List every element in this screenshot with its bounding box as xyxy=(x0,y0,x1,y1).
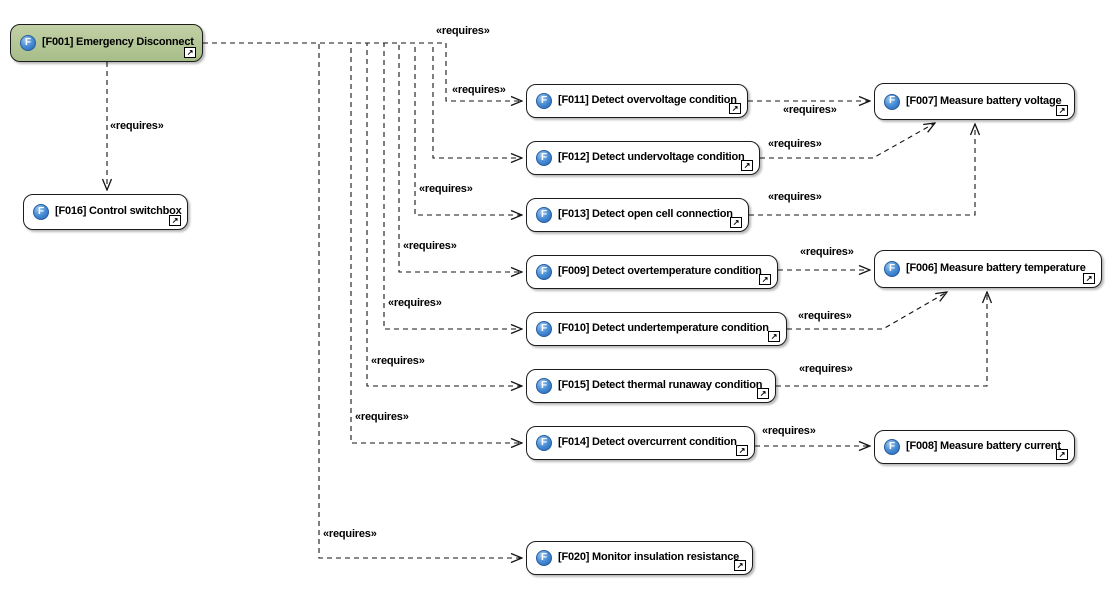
edge-f013-f007[interactable] xyxy=(749,124,975,216)
edge-stereotype-label-f010-f006: «requires» xyxy=(798,310,852,322)
edge-f001-f020[interactable] xyxy=(203,42,522,558)
edge-stereotype-label-f009-f006: «requires» xyxy=(800,246,854,258)
node-label: [F013] Detect open cell connection xyxy=(558,208,733,221)
open-link-icon: ↗ xyxy=(736,445,748,456)
function-badge-icon: F xyxy=(20,35,36,51)
edge-stereotype-label-f001-f016: «requires» xyxy=(110,120,164,132)
edge-f015-f006[interactable] xyxy=(776,292,987,387)
edge-stereotype-label-f001-f015: «requires» xyxy=(371,355,425,367)
function-badge-icon: F xyxy=(884,261,900,277)
node-label: [F015] Detect thermal runaway condition xyxy=(558,379,763,392)
node-f015[interactable]: F [F015] Detect thermal runaway condition… xyxy=(526,369,776,403)
edge-stereotype-label-f001-f013: «requires» xyxy=(419,183,473,195)
node-f007[interactable]: F [F007] Measure battery voltage↗ xyxy=(874,83,1075,120)
open-link-icon: ↗ xyxy=(768,331,780,342)
node-f020[interactable]: F [F020] Monitor insulation resistance↗ xyxy=(526,541,753,575)
edge-f001-f013[interactable] xyxy=(203,42,522,215)
edge-stereotype-label-f001-f011: «requires» xyxy=(452,84,506,96)
edge-f001-f009[interactable] xyxy=(203,42,522,272)
node-label: [F009] Detect overtemperature condition xyxy=(558,265,762,278)
edge-stereotype-label-f014-f008: «requires» xyxy=(762,425,816,437)
function-badge-icon: F xyxy=(536,550,552,566)
edge-f010-f006[interactable] xyxy=(787,292,947,330)
node-f001[interactable]: F [F001] Emergency Disconnect↗ xyxy=(10,24,203,62)
node-f012[interactable]: F [F012] Detect undervoltage condition↗ xyxy=(526,141,760,175)
open-link-icon: ↗ xyxy=(741,160,753,171)
edge-stereotype-label-f001-f009: «requires» xyxy=(403,240,457,252)
node-label: [F007] Measure battery voltage xyxy=(906,94,1062,107)
open-link-icon: ↗ xyxy=(730,217,742,228)
function-badge-icon: F xyxy=(884,439,900,455)
node-f009[interactable]: F [F009] Detect overtemperature condition… xyxy=(526,255,778,289)
edge-stereotype-label-f012-f007: «requires» xyxy=(768,138,822,150)
edge-stereotype-label-f001-f012: «requires» xyxy=(436,25,490,37)
edge-stereotype-label-f001-f014: «requires» xyxy=(355,411,409,423)
edge-f012-f007[interactable] xyxy=(760,123,935,159)
edge-stereotype-label-f001-f010: «requires» xyxy=(388,297,442,309)
node-f008[interactable]: F [F008] Measure battery current↗ xyxy=(874,430,1075,464)
node-label: [F014] Detect overcurrent condition xyxy=(558,436,737,449)
node-f013[interactable]: F [F013] Detect open cell connection↗ xyxy=(526,198,749,232)
node-f010[interactable]: F [F010] Detect undertemperature conditio… xyxy=(526,312,787,346)
node-f016[interactable]: F [F016] Control switchbox↗ xyxy=(23,194,188,230)
function-badge-icon: F xyxy=(536,321,552,337)
edge-group xyxy=(107,42,987,558)
open-link-icon: ↗ xyxy=(1056,105,1068,116)
edge-stereotype-label-f001-f020: «requires» xyxy=(323,528,377,540)
edge-f001-f014[interactable] xyxy=(203,42,522,443)
open-link-icon: ↗ xyxy=(729,103,741,114)
edge-stereotype-label-f015-f006: «requires» xyxy=(799,363,853,375)
node-label: [F001] Emergency Disconnect xyxy=(42,36,194,49)
open-link-icon: ↗ xyxy=(1083,273,1095,284)
open-link-icon: ↗ xyxy=(169,215,181,226)
function-badge-icon: F xyxy=(536,150,552,166)
function-badge-icon: F xyxy=(536,93,552,109)
node-label: [F020] Monitor insulation resistance xyxy=(558,551,740,564)
node-f011[interactable]: F [F011] Detect overvoltage condition↗ xyxy=(526,84,748,118)
node-label: [F012] Detect undervoltage condition xyxy=(558,151,745,164)
open-link-icon: ↗ xyxy=(734,560,746,571)
open-link-icon: ↗ xyxy=(184,47,196,58)
function-badge-icon: F xyxy=(33,204,49,220)
edge-f001-f012[interactable] xyxy=(203,42,522,158)
open-link-icon: ↗ xyxy=(1056,449,1068,460)
node-label: [F011] Detect overvoltage condition xyxy=(558,94,737,107)
node-label: [F008] Measure battery current xyxy=(906,440,1061,453)
function-badge-icon: F xyxy=(884,93,900,110)
edge-stereotype-label-f011-f007: «requires» xyxy=(783,104,837,116)
node-label: [F006] Measure battery temperature xyxy=(906,262,1086,275)
edge-stereotype-label-f013-f007: «requires» xyxy=(768,191,822,203)
node-f014[interactable]: F [F014] Detect overcurrent condition↗ xyxy=(526,426,755,460)
function-badge-icon: F xyxy=(536,378,552,394)
node-label: [F010] Detect undertemperature condition xyxy=(558,322,769,335)
function-badge-icon: F xyxy=(536,435,552,451)
function-badge-icon: F xyxy=(536,207,552,223)
node-f006[interactable]: F [F006] Measure battery temperature↗ xyxy=(874,250,1102,288)
function-badge-icon: F xyxy=(536,264,552,280)
open-link-icon: ↗ xyxy=(757,388,769,399)
open-link-icon: ↗ xyxy=(759,274,771,285)
node-label: [F016] Control switchbox xyxy=(55,205,182,218)
